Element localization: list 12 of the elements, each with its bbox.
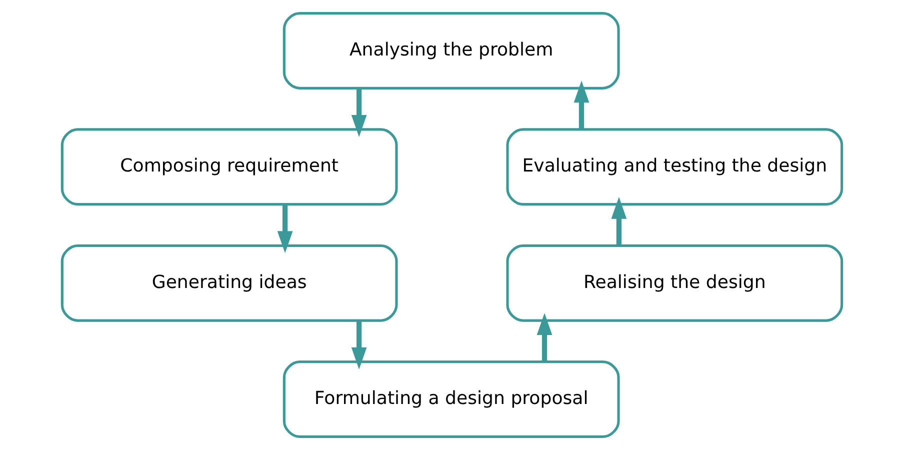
node-box: Composing requirement — [60, 128, 398, 206]
node-box: Formulating a design proposal — [282, 360, 620, 438]
arrow — [277, 204, 293, 254]
arrow — [536, 313, 552, 362]
arrow — [574, 80, 590, 129]
arrow — [351, 321, 367, 370]
arrow — [611, 196, 627, 246]
node-box: Generating ideas — [60, 244, 398, 322]
node-box: Analysing the problem — [282, 12, 620, 90]
node-box: Realising the design — [506, 244, 844, 322]
arrow — [351, 88, 367, 137]
node-box: Evaluating and testing the design — [506, 128, 844, 206]
